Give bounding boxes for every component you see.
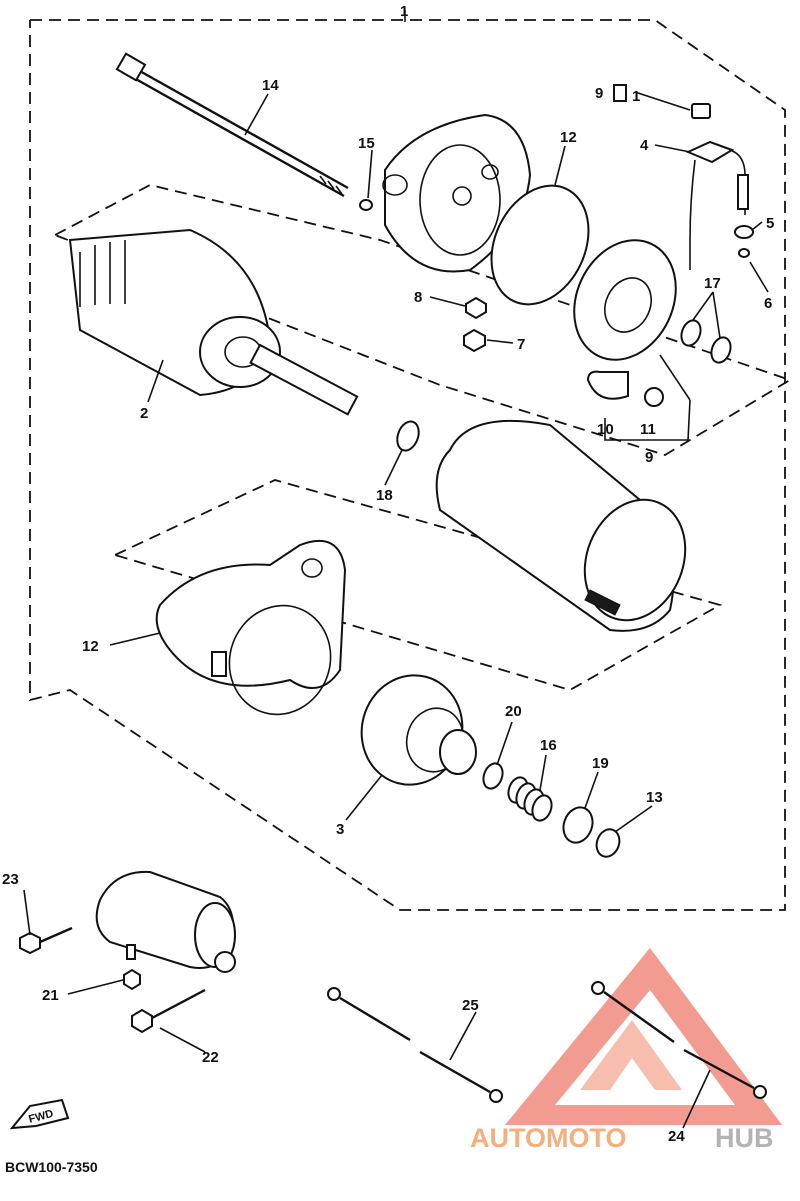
callout-labels: 1 14 15 12 9 1 4 5 6 17 8 7 2 10 11 9 18… <box>2 3 774 1145</box>
callout-3: 3 <box>336 821 344 838</box>
lead-cable-25 <box>327 987 503 1103</box>
starter-clutch-3 <box>360 674 477 786</box>
kit-boundary-outline <box>29 19 786 911</box>
callout-18: 18 <box>376 487 393 504</box>
bolt-22 <box>131 988 206 1034</box>
drawing-code: BCW100-7350 <box>5 1159 98 1175</box>
nut-7 <box>463 328 486 353</box>
callout-13: 13 <box>646 789 663 806</box>
through-bolt-14 <box>115 52 349 198</box>
washer-20 <box>482 762 504 790</box>
nut-21 <box>123 968 141 991</box>
callout-10: 10 <box>597 421 614 438</box>
callout-8: 8 <box>414 289 422 306</box>
washer-18 <box>396 420 420 452</box>
callout-12-left: 12 <box>82 638 99 655</box>
nut-8 <box>465 296 487 320</box>
circlip-13 <box>595 828 621 858</box>
bolt-23 <box>19 926 73 955</box>
brush-plate <box>573 239 677 361</box>
callout-24: 24 <box>668 1128 685 1145</box>
armature-2 <box>68 228 359 416</box>
callout-11: 11 <box>640 421 656 438</box>
group-plate-housing <box>114 479 723 691</box>
watermark-a-shape <box>580 1020 682 1090</box>
o-ring-12-top <box>490 184 590 306</box>
callout-16: 16 <box>540 737 557 754</box>
front-cover-12 <box>155 540 347 716</box>
callout-1-side: 1 <box>632 88 640 105</box>
watermark-text-automoto: AUTOMOTO <box>470 1123 627 1153</box>
fwd-arrow-tag: FWD <box>9 1098 70 1130</box>
spring-11 <box>644 387 664 407</box>
yoke-housing <box>435 419 687 632</box>
callout-20: 20 <box>505 703 522 720</box>
callout-15: 15 <box>358 135 375 152</box>
callout-22: 22 <box>202 1049 219 1066</box>
stopper-19 <box>562 806 594 844</box>
callout-14: 14 <box>262 77 279 94</box>
rear-cover <box>382 113 532 273</box>
callout-25: 25 <box>462 997 479 1014</box>
brush-10 <box>586 370 629 400</box>
callout-21: 21 <box>42 987 59 1004</box>
watermark-text: AUTOMOTO HUB <box>470 1123 774 1153</box>
callout-2: 2 <box>140 405 148 422</box>
washer-5 <box>734 225 754 239</box>
starter-motor-assembly <box>95 870 236 973</box>
callout-6: 6 <box>764 295 772 312</box>
callout-5: 5 <box>766 215 774 232</box>
callout-1-top: 1 <box>400 3 408 20</box>
callout-17: 17 <box>704 275 721 292</box>
brush-holder-4 <box>685 140 749 270</box>
callout-4: 4 <box>640 137 649 154</box>
o-ring-15 <box>359 199 373 211</box>
callout-7: 7 <box>517 336 525 353</box>
callout-9-top: 9 <box>595 85 603 102</box>
callout-23: 23 <box>2 871 19 888</box>
washer-6 <box>738 248 750 258</box>
callout-9-bottom: 9 <box>645 449 653 466</box>
washer-17a <box>680 319 702 347</box>
callout-leaders <box>23 91 769 1129</box>
watermark-logo <box>505 948 782 1125</box>
washer-17b <box>710 336 732 364</box>
callout-19: 19 <box>592 755 609 772</box>
terminal-bolt-1 <box>613 84 711 119</box>
callout-12-top: 12 <box>560 129 577 146</box>
lead-cable-24 <box>591 981 767 1099</box>
watermark-text-hub: HUB <box>715 1123 774 1153</box>
spring-16 <box>507 776 553 822</box>
